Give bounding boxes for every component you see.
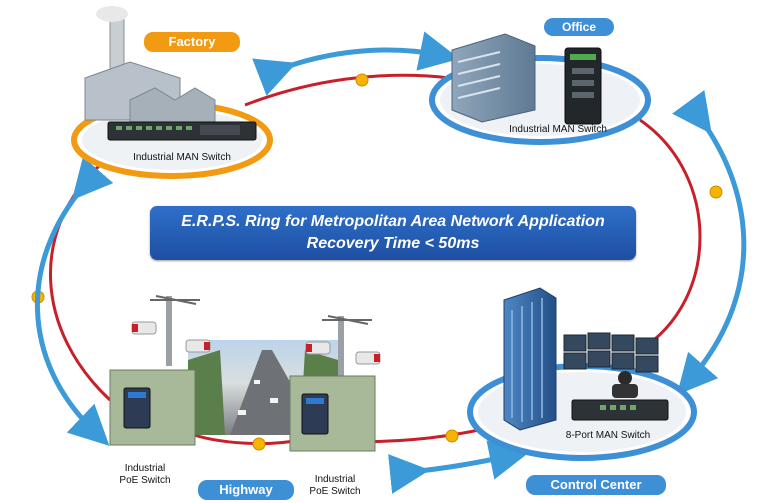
ring-link-factory-office [244,73,451,107]
failover-arrow-top [252,31,460,96]
video-wall-icon [563,332,659,373]
banner-subtitle: Recovery Time < 50ms [306,235,480,252]
antenna-icon [150,295,200,305]
highway-left-device-line1: Industrial [124,463,166,474]
ring-link-office-control [639,118,702,352]
office-title-pill: Office [544,18,614,36]
highway-site [109,295,381,452]
control-center-device-label: 8-Port MAN Switch [565,430,651,441]
highway-right-device-label: Industrial PoE Switch [300,474,370,498]
banner-title: E.R.P.S. Ring for Metropolitan Area Netw… [181,213,605,230]
cabinet-left [109,369,196,446]
control-center-site [467,287,697,461]
failover-arrow-bottom [388,440,530,494]
ring-node-marker [709,185,723,199]
camera-pole-left [166,296,172,366]
cabinet-right [289,375,376,452]
highway-right-device-line1: Industrial [314,474,356,485]
failover-arrow-right [672,90,747,396]
factory-device-label: Industrial MAN Switch [133,152,231,163]
office-site [429,33,651,145]
camera-pole-right [338,316,344,376]
ring-node-marker [355,73,369,87]
ring-link-highway-factory [49,163,112,402]
antenna-icon [322,315,372,325]
operator-icon [618,371,632,385]
highway-left-device-line2: PoE Switch [119,475,171,486]
failover-arrow-left [35,156,114,446]
ring-node-marker [252,437,266,451]
highway-left-device-label: Industrial PoE Switch [110,463,180,487]
control-tower-icon [503,287,557,431]
ring-node-marker [445,429,459,443]
factory-title-pill: Factory [144,32,240,52]
erps-banner: E.R.P.S. Ring for Metropolitan Area Netw… [150,206,636,260]
highway-right-device-line2: PoE Switch [309,486,361,497]
highway-title-pill: Highway [198,480,294,500]
factory-site [71,6,273,179]
office-device-label: Industrial MAN Switch [509,124,607,135]
control-center-title-pill: Control Center [526,475,666,495]
